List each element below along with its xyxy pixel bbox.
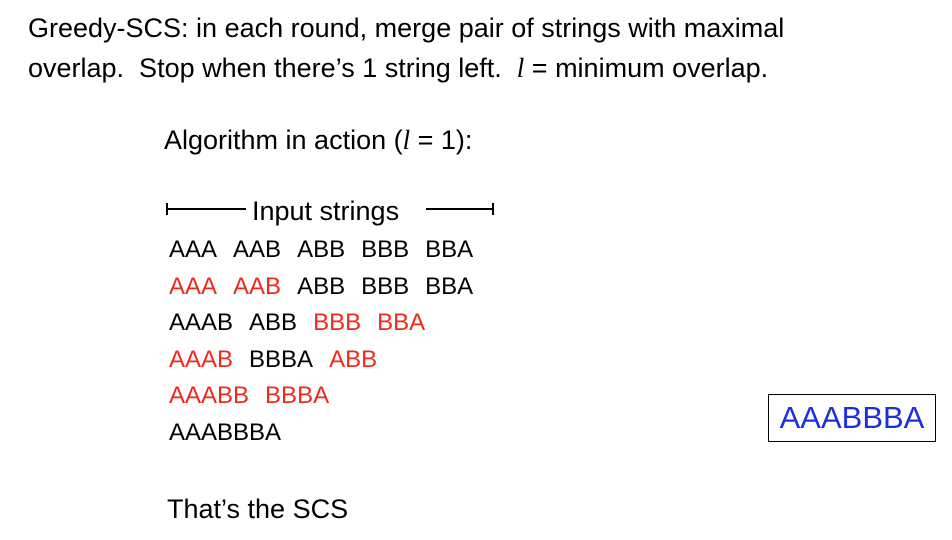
string-token: AAAB	[169, 309, 234, 337]
string-token: AAB	[233, 272, 282, 300]
algorithm-heading-start: Algorithm in action (	[164, 125, 403, 155]
intro-line-2: overlap. Stop when there’s 1 string left…	[28, 48, 784, 88]
string-token: BBA	[377, 309, 426, 337]
merge-steps: AAA AAB ABB BBB BBA AAA AAB ABB BBB BBA AAAB ABB BBB…	[169, 232, 489, 452]
intro-line-1: Greedy-SCS: in each round, merge pair of…	[28, 13, 785, 43]
heading-variable: l	[402, 125, 411, 155]
string-token: AAAB	[169, 345, 234, 373]
intro-line-2-end: = minimum overlap.	[524, 53, 769, 83]
bracket-left-line	[166, 208, 246, 210]
merge-step-row: AAAB ABB BBB BBA	[169, 305, 489, 342]
conclusion-text: That’s the SCS	[167, 494, 349, 524]
string-token: AAABBBA	[169, 418, 282, 446]
string-token: BBB	[361, 236, 410, 263]
string-token: BBBA	[249, 345, 314, 373]
input-strings-label: Input strings	[252, 196, 400, 226]
string-token: AAA	[169, 272, 218, 300]
merge-step-row: AAABB BBBA	[169, 378, 489, 415]
bracket-right-tick	[492, 203, 494, 215]
string-token: BBB	[313, 309, 362, 337]
merge-step-row: AAA AAB ABB BBB BBA	[169, 232, 489, 269]
bracket-right-line	[426, 208, 494, 210]
string-token: BBA	[425, 236, 474, 263]
string-token: ABB	[249, 309, 298, 337]
intro-line-2-start: overlap. Stop when there’s 1 string left…	[28, 53, 517, 83]
string-token: AAA	[169, 236, 218, 263]
string-token: BBB	[361, 272, 410, 300]
merge-step-row: AAAB BBBA ABB	[169, 342, 489, 379]
string-token: AAB	[233, 236, 282, 263]
string-token: ABB	[329, 345, 378, 373]
algorithm-heading-end: = 1):	[410, 125, 473, 155]
string-token: ABB	[297, 236, 346, 263]
string-token: BBBA	[265, 382, 330, 410]
merge-step-row: AAA AAB ABB BBB BBA	[169, 269, 489, 306]
merge-step-row: AAABBBA	[169, 415, 489, 452]
string-token: ABB	[297, 272, 346, 300]
min-overlap-variable: l	[516, 53, 525, 83]
algorithm-heading: Algorithm in action (l = 1):	[164, 125, 472, 156]
string-token: BBA	[425, 272, 474, 300]
result-box: AAABBBA	[768, 394, 936, 442]
input-strings-header: Input strings	[166, 196, 496, 228]
string-token: AAABB	[169, 382, 250, 410]
intro-text: Greedy-SCS: in each round, merge pair of…	[28, 8, 784, 88]
